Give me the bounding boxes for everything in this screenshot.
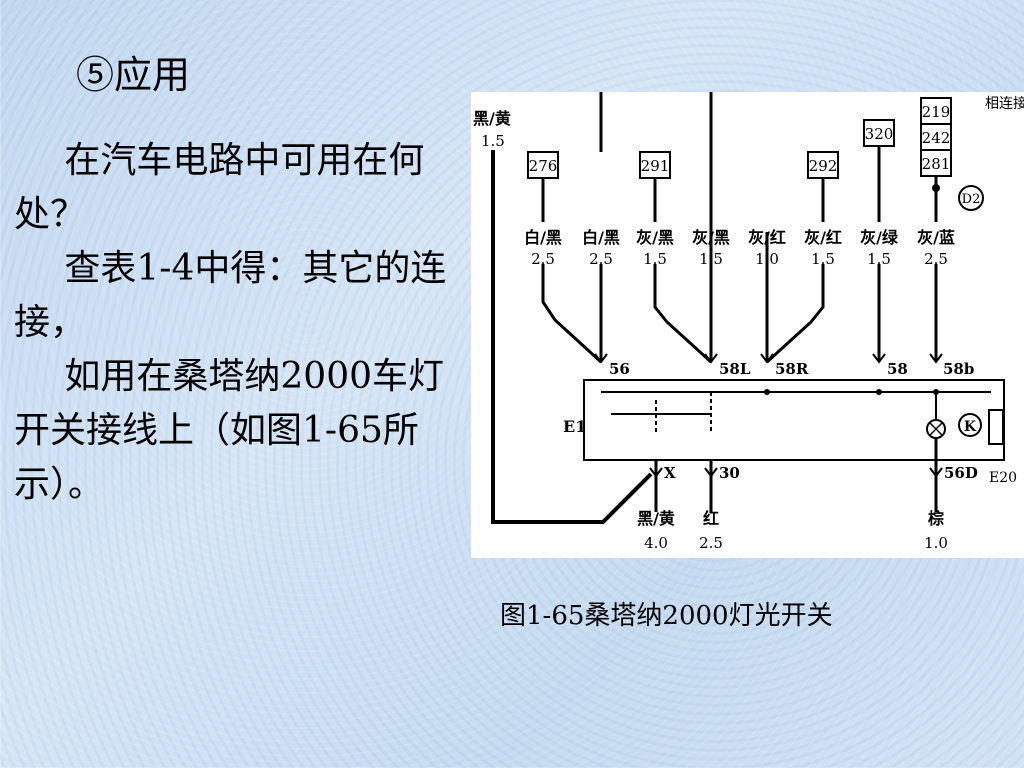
slide-body: 在汽车电路中可用在何处？ 查表1-4中得：其它的连接， 如用在桑塔纳2000车灯… <box>14 134 454 512</box>
wire-58l-a <box>653 264 713 364</box>
wire-label-5-color: 灰/红 <box>748 228 786 247</box>
wiring-diagram: 276 291 292 320 219 242 281 D2 相连接 黑/黄 1… <box>471 92 1024 558</box>
wire-label-3-size: 1.5 <box>643 250 667 268</box>
box-219-label: 219 <box>922 103 951 121</box>
arrow-58 <box>872 353 886 364</box>
wire-label-6-size: 1.5 <box>811 250 835 268</box>
terminal-58: 58 <box>887 360 908 378</box>
wire-label-8-color: 灰/蓝 <box>917 228 955 247</box>
box-291 <box>639 151 671 179</box>
bottom-wire-1-size: 4.0 <box>644 534 668 552</box>
arrow-30 <box>704 467 718 478</box>
wire-label-2-color: 白/黑 <box>582 228 620 247</box>
terminal-58r: 58R <box>775 360 809 378</box>
box-292-label: 292 <box>809 157 838 175</box>
slide-title: ⑤应用 <box>76 53 191 97</box>
junction-58b <box>933 389 939 395</box>
arrow-56d <box>929 467 943 478</box>
box-276 <box>527 151 559 179</box>
box-292 <box>807 151 839 179</box>
component-e1: E1 <box>563 417 586 436</box>
terminal-58b: 58b <box>943 360 974 378</box>
terminal-x: X <box>664 464 676 482</box>
terminal-56: 56 <box>609 360 630 378</box>
box-281-label: 281 <box>922 155 951 173</box>
left-wire-path <box>491 150 653 524</box>
arrow-58l <box>704 353 718 364</box>
terminal-30: 30 <box>719 464 740 482</box>
component-e20: E20 <box>989 470 1017 486</box>
wire-label-4-color: 灰/黑 <box>692 228 730 247</box>
d2-marker <box>958 185 984 211</box>
wiring-diagram-svg: 276 291 292 320 219 242 281 D2 相连接 黑/黄 1… <box>473 92 1024 552</box>
d2-label: D2 <box>962 192 981 207</box>
figure-caption: 图1-65桑塔纳2000灯光开关 <box>500 601 833 631</box>
wire-label-1-color: 白/黑 <box>524 228 562 247</box>
paragraph-1: 在汽车电路中可用在何处？ <box>14 140 425 235</box>
box-281 <box>920 149 952 177</box>
wire-label-8-size: 2.5 <box>924 250 948 268</box>
left-wire-color: 黑/黄 <box>473 109 511 128</box>
lamp-cross-b <box>929 422 943 436</box>
wire-label-1-size: 2.5 <box>531 250 555 268</box>
wire-label-6-color: 灰/红 <box>804 228 842 247</box>
top-right-label: 相连接 <box>985 95 1024 112</box>
k-symbol-label: K <box>964 419 977 435</box>
k-symbol-circle <box>958 413 982 437</box>
arrow-58r <box>760 353 774 364</box>
wire-label-2-size: 2.5 <box>589 250 613 268</box>
wire-56a <box>541 264 603 364</box>
arrow-56 <box>594 353 608 364</box>
terminal-56d: 56D <box>944 464 978 482</box>
bottom-wire-1-color: 黑/黄 <box>637 509 675 528</box>
left-wire-size: 1.5 <box>481 132 505 150</box>
bottom-wire-3-color: 棕 <box>928 509 944 528</box>
wire-label-4-size: 1.5 <box>699 250 723 268</box>
bottom-wire-2-size: 2.5 <box>699 534 723 552</box>
wire-58r-b <box>765 264 825 364</box>
junction-d2 <box>932 184 940 192</box>
arrow-58b <box>929 353 943 364</box>
box-242-label: 242 <box>922 129 951 147</box>
arrow-x <box>649 467 663 478</box>
junction-58 <box>876 389 882 395</box>
box-276-label: 276 <box>529 157 558 175</box>
box-291-label: 291 <box>641 157 670 175</box>
wire-label-3-color: 灰/黑 <box>636 228 674 247</box>
paragraph-2: 查表1-4中得：其它的连接， <box>14 248 447 343</box>
bottom-wire-3-size: 1.0 <box>924 534 948 552</box>
box-320-label: 320 <box>865 125 894 143</box>
junction-58r <box>764 389 770 395</box>
terminal-58l: 58L <box>719 360 751 378</box>
wire-label-7-size: 1.5 <box>867 250 891 268</box>
wire-label-5-size: 1.0 <box>755 250 779 268</box>
box-219 <box>920 97 952 125</box>
terminal-arrows <box>594 184 943 478</box>
rheostat-symbol <box>988 409 1004 445</box>
bottom-wire-2-color: 红 <box>703 509 719 528</box>
wire-label-7-color: 灰/绿 <box>860 228 899 247</box>
box-320 <box>863 119 895 147</box>
paragraph-3: 如用在桑塔纳2000车灯开关接线上（如图1-65所示）。 <box>14 356 445 505</box>
